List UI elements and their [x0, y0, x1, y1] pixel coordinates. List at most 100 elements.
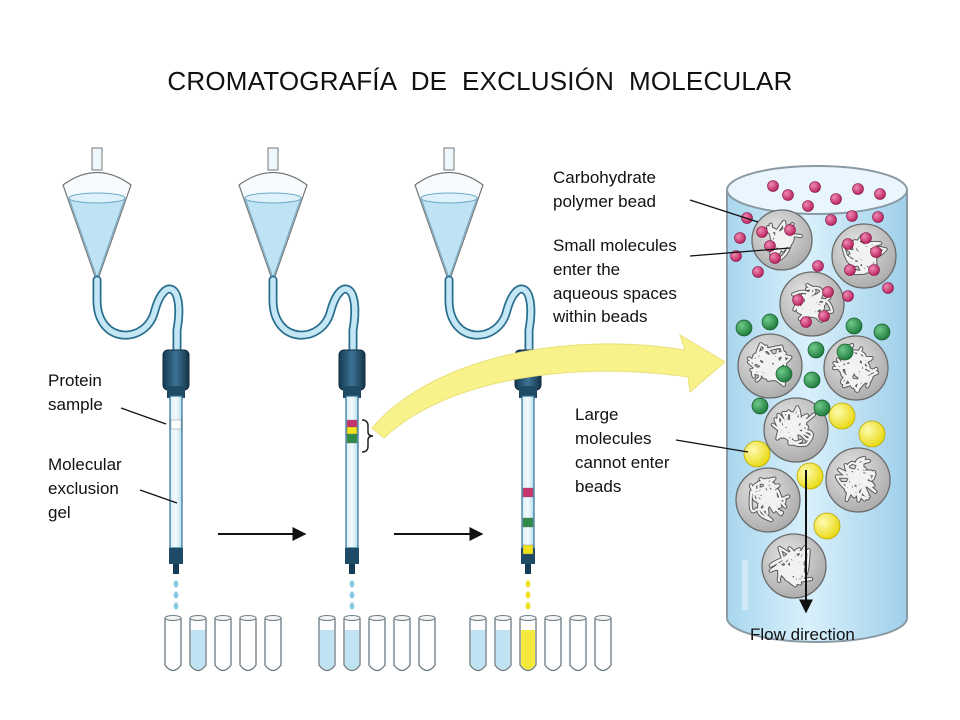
protein-band: [346, 433, 358, 444]
magnified-column: [726, 165, 908, 643]
funnel-liquid-surface: [68, 192, 126, 204]
polymer-bead: [763, 397, 829, 463]
collection-tube: [393, 615, 411, 672]
small-molecule: [882, 282, 894, 294]
eluate-drop: [173, 591, 179, 599]
column-cap: [162, 349, 190, 391]
chromatography-stage-3: [414, 147, 612, 672]
small-molecule: [752, 266, 764, 278]
large-molecule: [743, 440, 771, 468]
column-tip: [349, 564, 355, 574]
small-molecule: [860, 232, 872, 244]
large-molecule: [796, 462, 824, 490]
svg-text:molecules: molecules: [575, 429, 652, 448]
funnel-neck: [91, 147, 103, 171]
collection-tube: [494, 615, 512, 672]
eluate-drop: [525, 602, 531, 610]
funnel-liquid: [68, 197, 126, 280]
column-outlet: [169, 548, 183, 564]
funnel-neck: [267, 147, 279, 171]
collection-tube: [594, 615, 612, 672]
protein-band: [522, 517, 534, 528]
small-molecule: [784, 224, 796, 236]
collection-tube: [264, 615, 282, 672]
polymer-bead: [737, 333, 803, 399]
svg-text:Molecular: Molecular: [48, 455, 122, 474]
svg-text:sample: sample: [48, 395, 103, 414]
diagram-title: CROMATOGRAFÍA DE EXCLUSIÓN MOLECULAR: [167, 66, 792, 96]
medium-molecule: [761, 313, 779, 331]
small-molecule: [872, 211, 884, 223]
small-molecule: [818, 310, 830, 322]
chromatography-stage-2: [238, 147, 436, 672]
collection-tube: [569, 615, 587, 672]
polymer-bead: [761, 533, 827, 599]
collection-tube: [343, 615, 361, 672]
svg-text:exclusion: exclusion: [48, 479, 119, 498]
eluate-drop: [525, 580, 531, 588]
yellow-fraction: [521, 630, 535, 670]
small-molecule: [802, 200, 814, 212]
column-tip: [525, 564, 531, 574]
label-protein-sample: Protein sample: [48, 371, 167, 425]
funnel-liquid: [420, 197, 478, 280]
collection-tube: [318, 615, 336, 672]
liquid-fraction: [345, 630, 359, 670]
medium-molecule: [845, 317, 863, 335]
tubing: [270, 277, 358, 355]
chromatography-stage-1: [62, 147, 282, 672]
collection-tube: [239, 615, 257, 672]
collection-tube: [418, 615, 436, 672]
tubing: [94, 277, 182, 355]
small-molecule: [870, 246, 882, 258]
polymer-bead: [735, 467, 801, 533]
liquid-fraction: [471, 630, 485, 670]
collection-tube: [214, 615, 232, 672]
small-molecule: [730, 250, 742, 262]
svg-text:enter the: enter the: [553, 260, 620, 279]
small-molecule: [809, 181, 821, 193]
eluate-drop: [349, 602, 355, 610]
svg-text:gel: gel: [48, 503, 71, 522]
medium-molecule: [836, 343, 854, 361]
polymer-bead: [823, 335, 889, 401]
label-small-molecules: Small molecules enter the aqueous spaces…: [552, 236, 791, 326]
gel-column: [169, 395, 183, 549]
small-molecule: [846, 210, 858, 222]
medium-molecule: [751, 397, 769, 415]
polymer-bead: [825, 447, 891, 513]
column-tip: [173, 564, 179, 574]
svg-text:Small molecules: Small molecules: [553, 236, 677, 255]
protein-band: [522, 487, 534, 498]
column-cap-collar: [343, 386, 361, 398]
large-molecule: [828, 402, 856, 430]
small-molecule: [769, 252, 781, 264]
collection-tube: [189, 615, 207, 672]
column-outlet: [345, 548, 359, 564]
collection-tube: [544, 615, 562, 672]
label-flow-direction: Flow direction: [750, 625, 855, 644]
polymer-bead: [751, 209, 813, 271]
medium-molecule: [873, 323, 891, 341]
eluate-drop: [173, 580, 179, 588]
small-molecule: [874, 188, 886, 200]
column-cap-collar: [519, 386, 537, 398]
svg-text:beads: beads: [575, 477, 621, 496]
gel-column: [345, 395, 359, 549]
small-molecule: [792, 294, 804, 306]
small-molecule: [782, 189, 794, 201]
polymer-bead: [779, 271, 845, 337]
svg-text:Carbohydrate: Carbohydrate: [553, 168, 656, 187]
medium-molecule: [807, 341, 825, 359]
medium-molecule: [813, 399, 831, 417]
small-molecule: [825, 214, 837, 226]
collection-tube: [368, 615, 386, 672]
medium-molecule: [803, 371, 821, 389]
large-molecule: [813, 512, 841, 540]
small-molecule: [830, 193, 842, 205]
funnel-liquid-surface: [420, 192, 478, 204]
protein-band: [170, 419, 182, 430]
large-molecule: [858, 420, 886, 448]
eluate-drop: [349, 580, 355, 588]
